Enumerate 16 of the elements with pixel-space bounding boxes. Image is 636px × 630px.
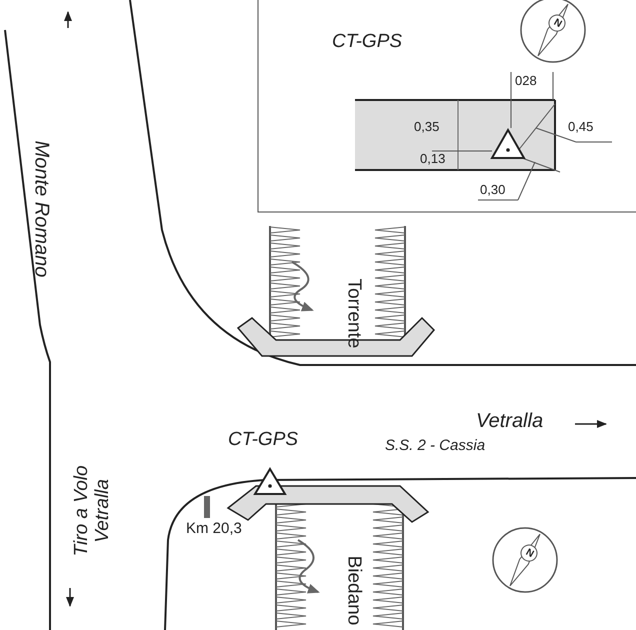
dimension-label: 0,30 <box>480 183 506 198</box>
place-label: Monte Romano <box>30 140 52 277</box>
place-label: Tiro a Volo Vetralla <box>72 464 114 558</box>
km-marker-label: Km 20,3 <box>186 521 242 538</box>
compass-letter: N <box>551 16 563 30</box>
station-label: CT-GPS <box>332 32 402 53</box>
compass-letter: N <box>523 546 535 560</box>
dimension-label: 0,13 <box>420 152 446 166</box>
station-label: CT-GPS <box>228 430 298 451</box>
river-label: Torrente <box>342 278 363 348</box>
dimension-label: 028 <box>515 74 537 88</box>
dimension-label: 0,35 <box>414 120 440 134</box>
river-label: Biedano <box>342 555 363 625</box>
dimension-label: 0,45 <box>568 120 594 134</box>
place-label: Vetralla <box>476 410 544 432</box>
road-label: S.S. 2 - Cassia <box>385 438 486 454</box>
